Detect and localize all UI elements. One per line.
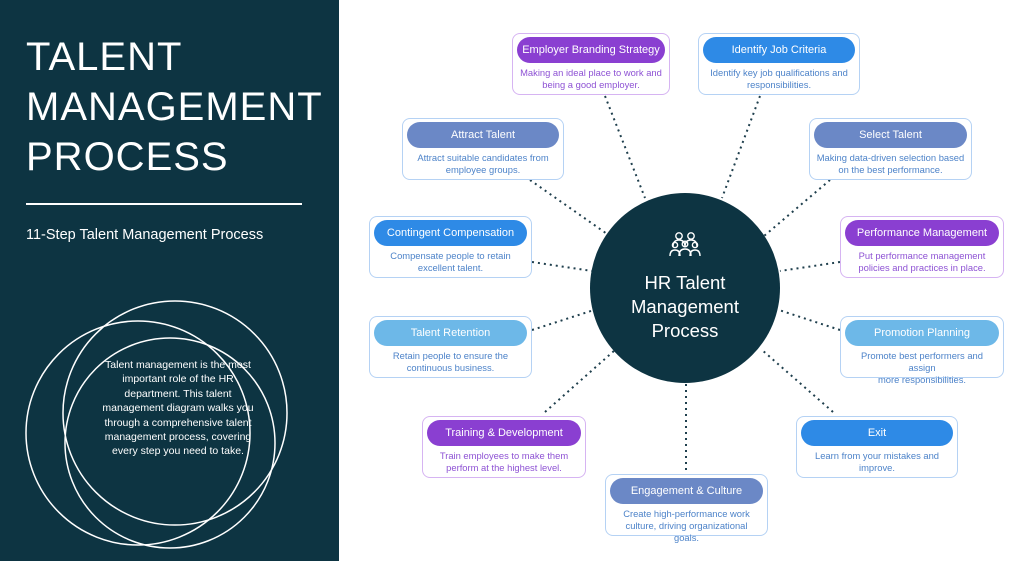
step-title: Select Talent — [814, 122, 967, 148]
step-card-engagement-culture: Engagement & Culture Create high-perform… — [605, 474, 768, 543]
desc-line: Put performance management — [858, 250, 986, 261]
desc-line: Making an ideal place to work and — [520, 67, 662, 78]
page-title: TALENT MANAGEMENT PROCESS — [26, 32, 326, 182]
desc-line: Compensate people to retain — [390, 250, 511, 261]
step-card-contingent-compensation: Contingent Compensation Compensate peopl… — [369, 216, 532, 278]
desc-line: responsibilities. — [746, 79, 812, 90]
desc-line: Identify key job qualifications and — [710, 67, 848, 78]
desc-line: Create high-performance work — [623, 508, 750, 519]
step-card-identify-job-criteria: Identify Job Criteria Identify key job q… — [698, 33, 860, 95]
step-title: Engagement & Culture — [610, 478, 763, 504]
step-card-talent-retention: Talent Retention Retain people to ensure… — [369, 316, 532, 378]
title-line: TALENT — [26, 35, 183, 79]
hub-title-line: Process — [651, 320, 719, 341]
step-title: Employer Branding Strategy — [517, 37, 665, 63]
desc-line: Retain people to ensure the — [392, 350, 509, 361]
hub-title-line: Management — [631, 296, 739, 317]
hub-title-line: HR Talent — [644, 272, 726, 293]
left-panel: TALENT MANAGEMENT PROCESS 11-Step Talent… — [0, 0, 339, 561]
decorative-rings — [25, 300, 288, 549]
desc-line: Promote best performers and assign — [861, 350, 983, 373]
title-line: MANAGEMENT — [26, 85, 323, 129]
step-title: Promotion Planning — [845, 320, 999, 346]
page-subtitle: 11-Step Talent Management Process — [26, 227, 264, 243]
step-title: Contingent Compensation — [374, 220, 527, 246]
desc-line: Learn from your mistakes and — [814, 450, 939, 461]
team-icon — [669, 232, 701, 257]
title-line: PROCESS — [26, 135, 229, 179]
step-title: Exit — [801, 420, 953, 446]
step-card-employer-branding: Employer Branding Strategy Making an ide… — [512, 33, 670, 95]
step-title: Performance Management — [845, 220, 999, 246]
desc-line: continuous business. — [406, 362, 495, 373]
desc-line: Making data-driven selection based — [816, 152, 965, 163]
title-divider — [26, 203, 302, 205]
central-hub: HR Talent Management Process — [590, 193, 780, 383]
desc-line: improve. — [859, 462, 895, 473]
step-title: Training & Development — [427, 420, 581, 446]
desc-line: Train employees to make them — [439, 450, 569, 461]
step-card-select-talent: Select Talent Making data-driven selecti… — [809, 118, 972, 180]
step-card-promotion-planning: Promotion Planning Promote best performe… — [840, 316, 1004, 385]
step-title: Attract Talent — [407, 122, 559, 148]
step-card-training-development: Training & Development Train employees t… — [422, 416, 586, 478]
step-card-performance-management: Performance Management Put performance m… — [840, 216, 1004, 278]
desc-line: being a good employer. — [542, 79, 640, 90]
desc-line: Attract suitable candidates from — [417, 152, 549, 163]
step-card-attract-talent: Attract Talent Attract suitable candidat… — [402, 118, 564, 180]
desc-line: employee groups. — [445, 164, 521, 175]
intro-text: Talent management is the most important … — [102, 359, 254, 458]
desc-line: culture, driving organizational goals. — [625, 520, 748, 543]
desc-line: more responsibilities. — [877, 374, 967, 385]
desc-line: perform at the highest level. — [446, 462, 562, 473]
desc-line: excellent talent. — [417, 262, 484, 273]
step-title: Identify Job Criteria — [703, 37, 855, 63]
hub-title: HR Talent Management Process — [590, 271, 780, 343]
desc-line: on the best performance. — [838, 164, 943, 175]
step-title: Talent Retention — [374, 320, 527, 346]
desc-line: policies and practices in place. — [858, 262, 986, 273]
